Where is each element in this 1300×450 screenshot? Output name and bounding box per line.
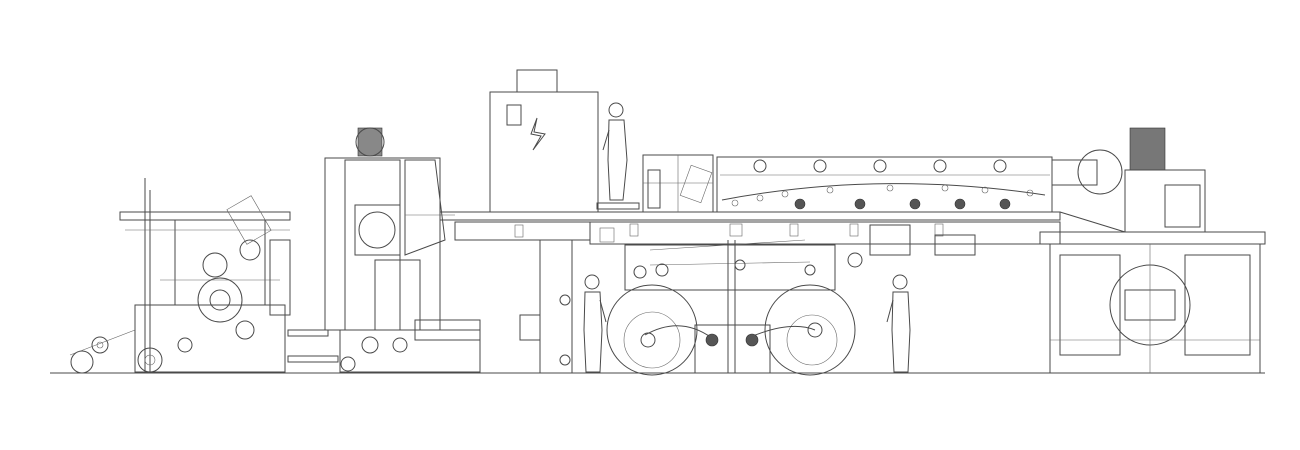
coating-tower bbox=[324, 127, 481, 373]
operator-figure bbox=[583, 274, 607, 373]
rewinder bbox=[1039, 231, 1266, 374]
blower-unit bbox=[1051, 127, 1206, 233]
operator-figure bbox=[886, 274, 911, 373]
infeed-rolls bbox=[69, 329, 136, 374]
guide-column bbox=[519, 239, 573, 374]
operator-platform bbox=[596, 154, 714, 213]
upper-conveyor bbox=[439, 211, 1061, 268]
cabinet-window bbox=[506, 104, 522, 126]
lightning-bolt-icon bbox=[530, 117, 546, 151]
roll-storage bbox=[606, 239, 856, 376]
connecting-bed bbox=[287, 329, 356, 372]
drying-oven bbox=[716, 156, 1053, 213]
operator-figure bbox=[602, 102, 628, 201]
electrical-cabinet bbox=[489, 69, 599, 213]
unwinder bbox=[119, 178, 291, 373]
